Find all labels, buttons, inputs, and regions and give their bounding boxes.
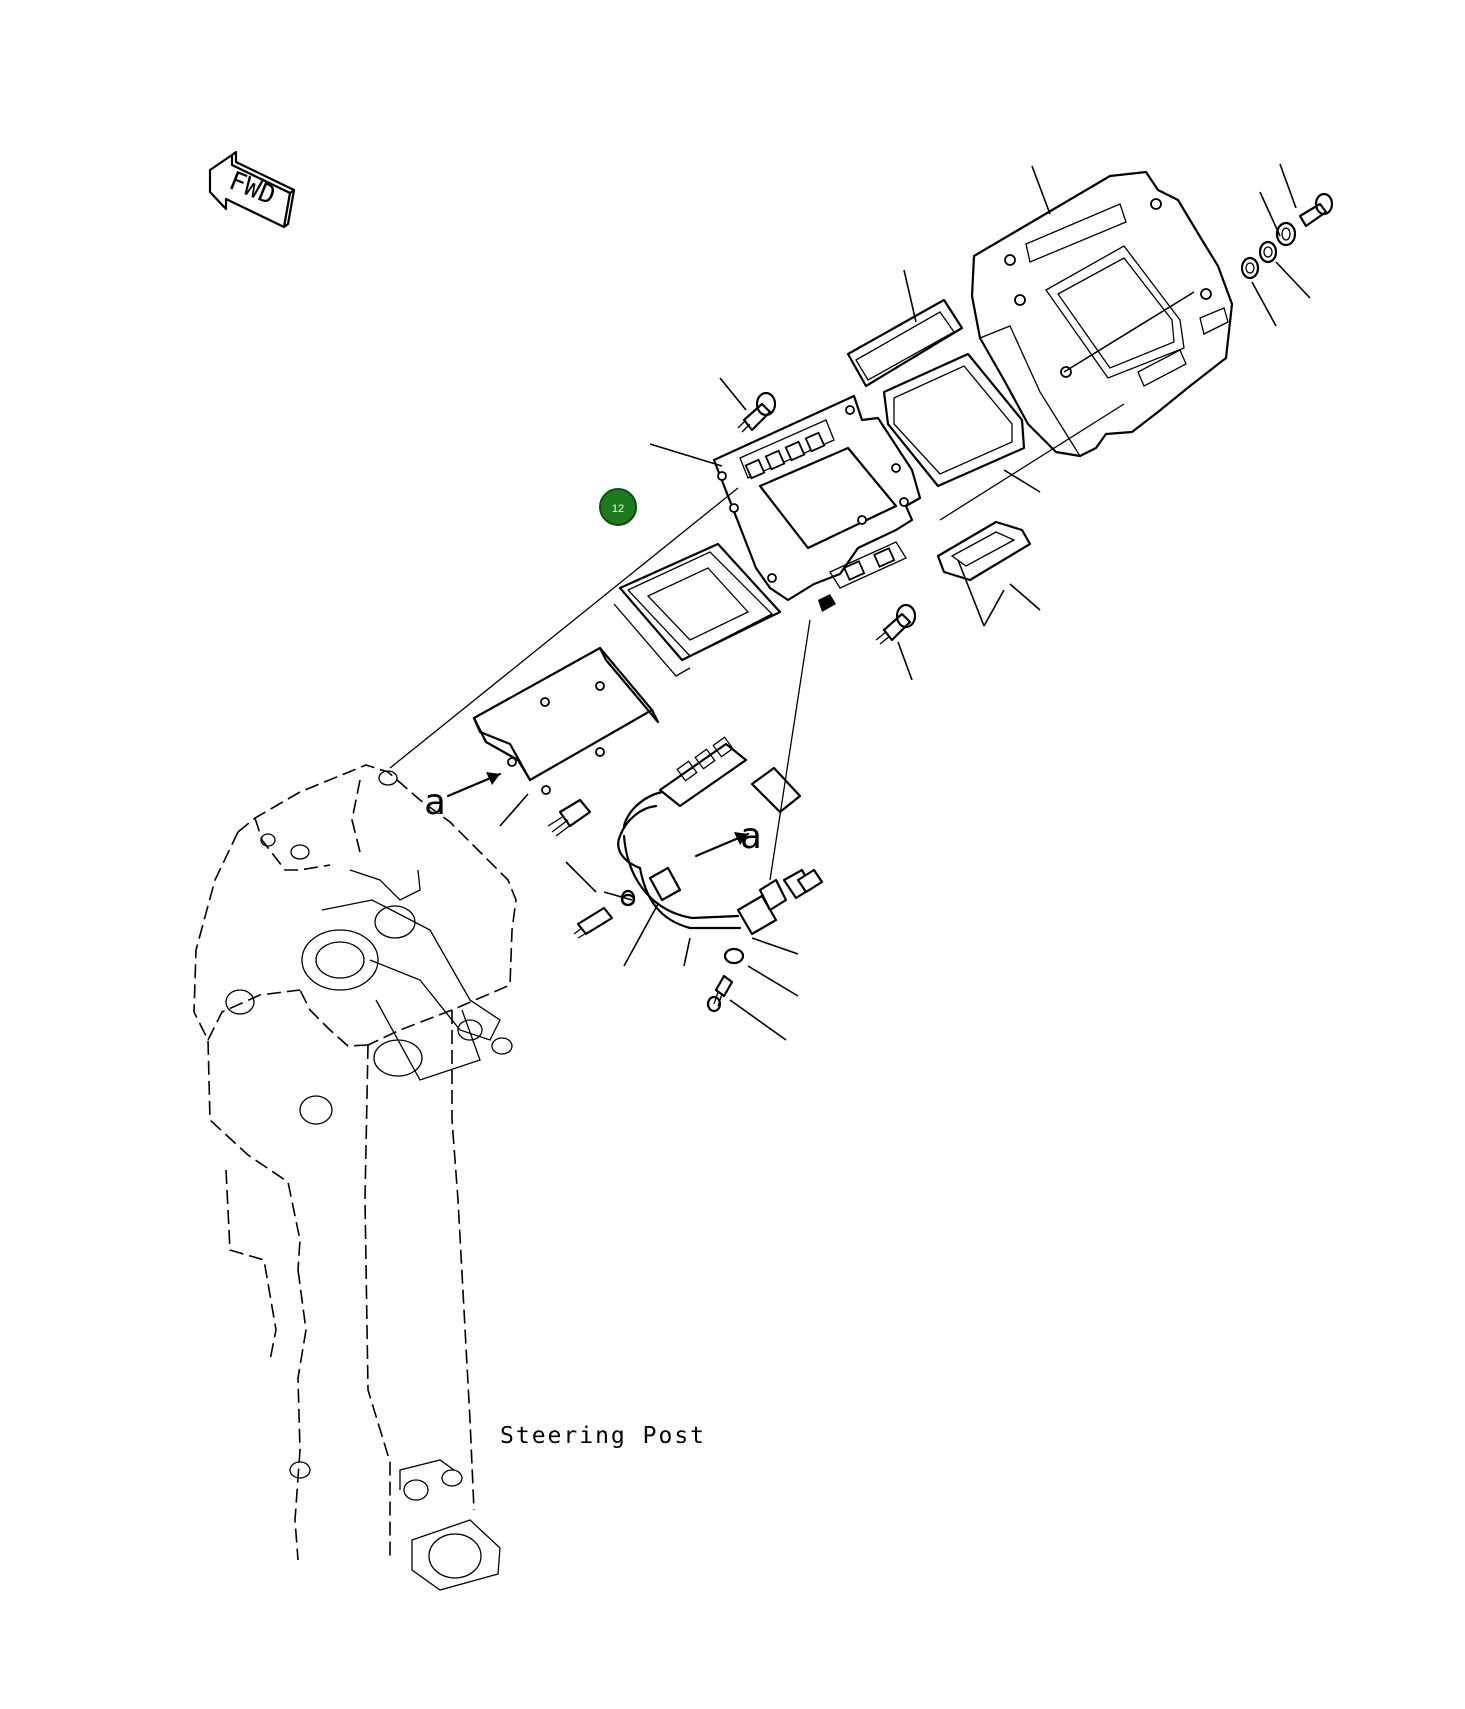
bolt-upper [737, 391, 777, 433]
small-gasket [936, 520, 1032, 582]
steering-column [193, 764, 517, 1591]
leader-lines [389, 163, 1311, 1041]
hardware-top-right [1240, 192, 1334, 280]
gasket-frame [846, 298, 964, 388]
mounting-bracket: a [424, 646, 660, 837]
front-cover [970, 170, 1234, 458]
view-marker-a-right: a [740, 816, 762, 857]
dash-panel-plate [712, 394, 922, 612]
callout-badge-12[interactable]: 12 [599, 488, 637, 526]
monitor-glass [882, 352, 1026, 488]
view-marker-a-left: a [424, 782, 446, 823]
monitor-unit [613, 542, 782, 677]
fwd-label: FWD [225, 166, 280, 211]
steering-post-caption: Steering Post [500, 1423, 706, 1449]
forward-arrow-icon: FWD [208, 150, 296, 229]
bolt-lower [875, 603, 917, 645]
wiring-harness: a [573, 619, 824, 1013]
